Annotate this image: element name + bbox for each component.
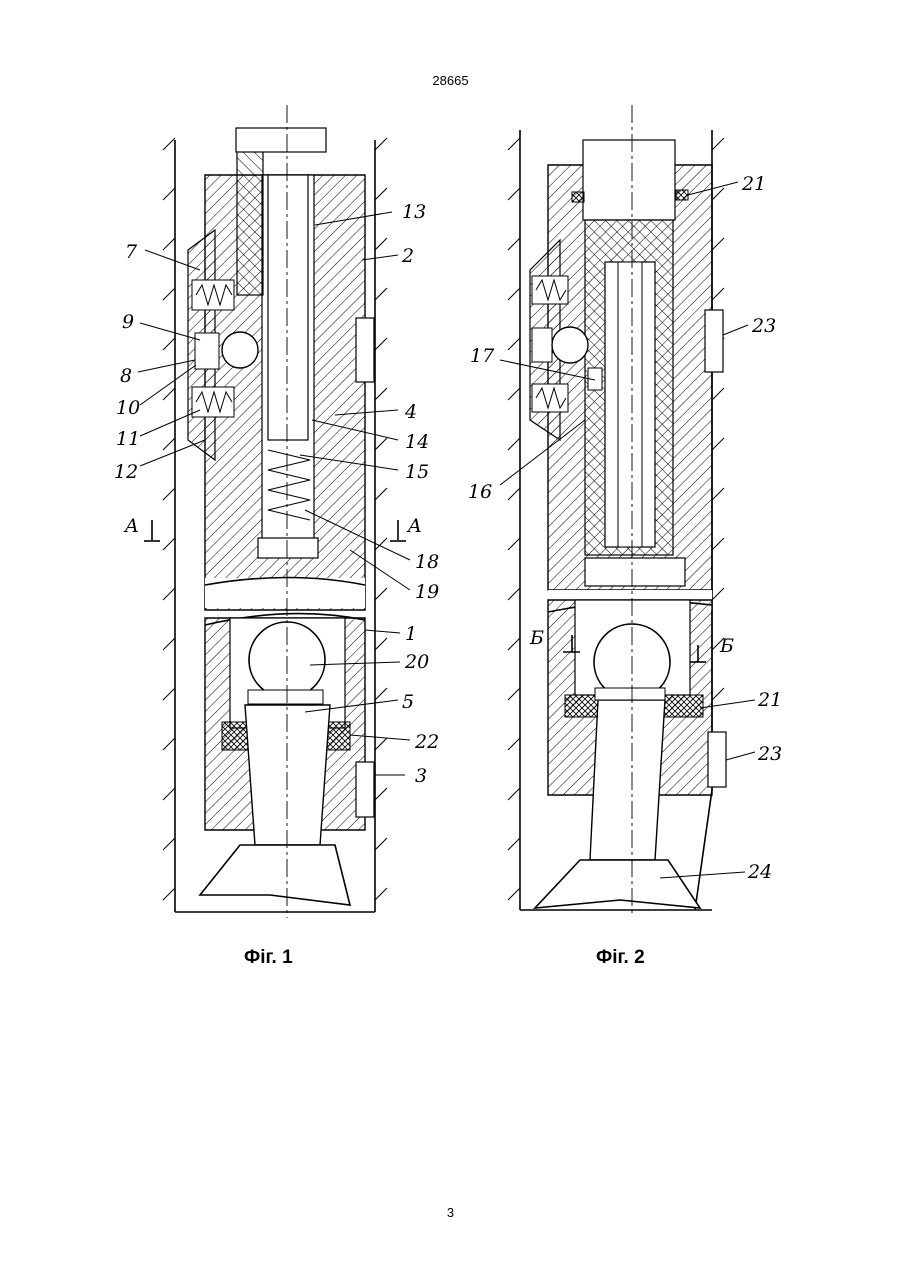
- fig1-label-13: 13: [402, 201, 426, 223]
- figure-2-caption: Фіг. 2: [596, 947, 645, 969]
- fig1-label-19: 19: [415, 581, 439, 603]
- fig1-label-15: 15: [405, 461, 429, 483]
- fig1-label-12: 12: [114, 461, 138, 483]
- fig2-label-23-top: 23: [751, 315, 776, 337]
- fig2-label-24: 24: [747, 861, 772, 883]
- fig1-label-10: 10: [116, 397, 140, 419]
- fig1-section-mark-a-left: A: [123, 515, 139, 537]
- page-number: 3: [0, 1205, 901, 1220]
- figure-1-caption: Фіг. 1: [244, 947, 293, 969]
- fig1-label-1: 1: [405, 623, 417, 645]
- fig1-section-mark-a-right: A: [406, 515, 422, 537]
- figure-2: 21 23 17 16 Б Б 21 23 24: [468, 105, 782, 915]
- fig1-label-8: 8: [120, 365, 132, 387]
- fig2-label-23-bottom: 23: [757, 743, 782, 765]
- fig1-label-18: 18: [415, 551, 439, 573]
- figure-1: 7 9 8 10 11 12 13 2 4 14 15 18 19 A A 1 …: [114, 105, 439, 918]
- fig1-label-9: 9: [122, 311, 134, 333]
- fig1-label-4: 4: [404, 401, 417, 423]
- fig2-label-21-bottom: 21: [757, 689, 782, 711]
- fig1-label-7: 7: [125, 241, 138, 263]
- fig1-label-11: 11: [116, 428, 140, 450]
- fig2-label-17: 17: [470, 345, 495, 367]
- fig1-label-14: 14: [405, 431, 429, 453]
- fig1-label-22: 22: [414, 731, 439, 753]
- fig2-label-21-top: 21: [741, 173, 766, 195]
- fig1-label-20: 20: [404, 651, 429, 673]
- fig2-label-16: 16: [468, 481, 492, 503]
- fig1-label-2: 2: [401, 245, 414, 267]
- fig1-label-5: 5: [402, 691, 414, 713]
- fig1-label-3: 3: [415, 765, 427, 787]
- fig2-section-mark-b-left: Б: [529, 627, 544, 649]
- fig2-section-mark-b-right: Б: [719, 635, 734, 657]
